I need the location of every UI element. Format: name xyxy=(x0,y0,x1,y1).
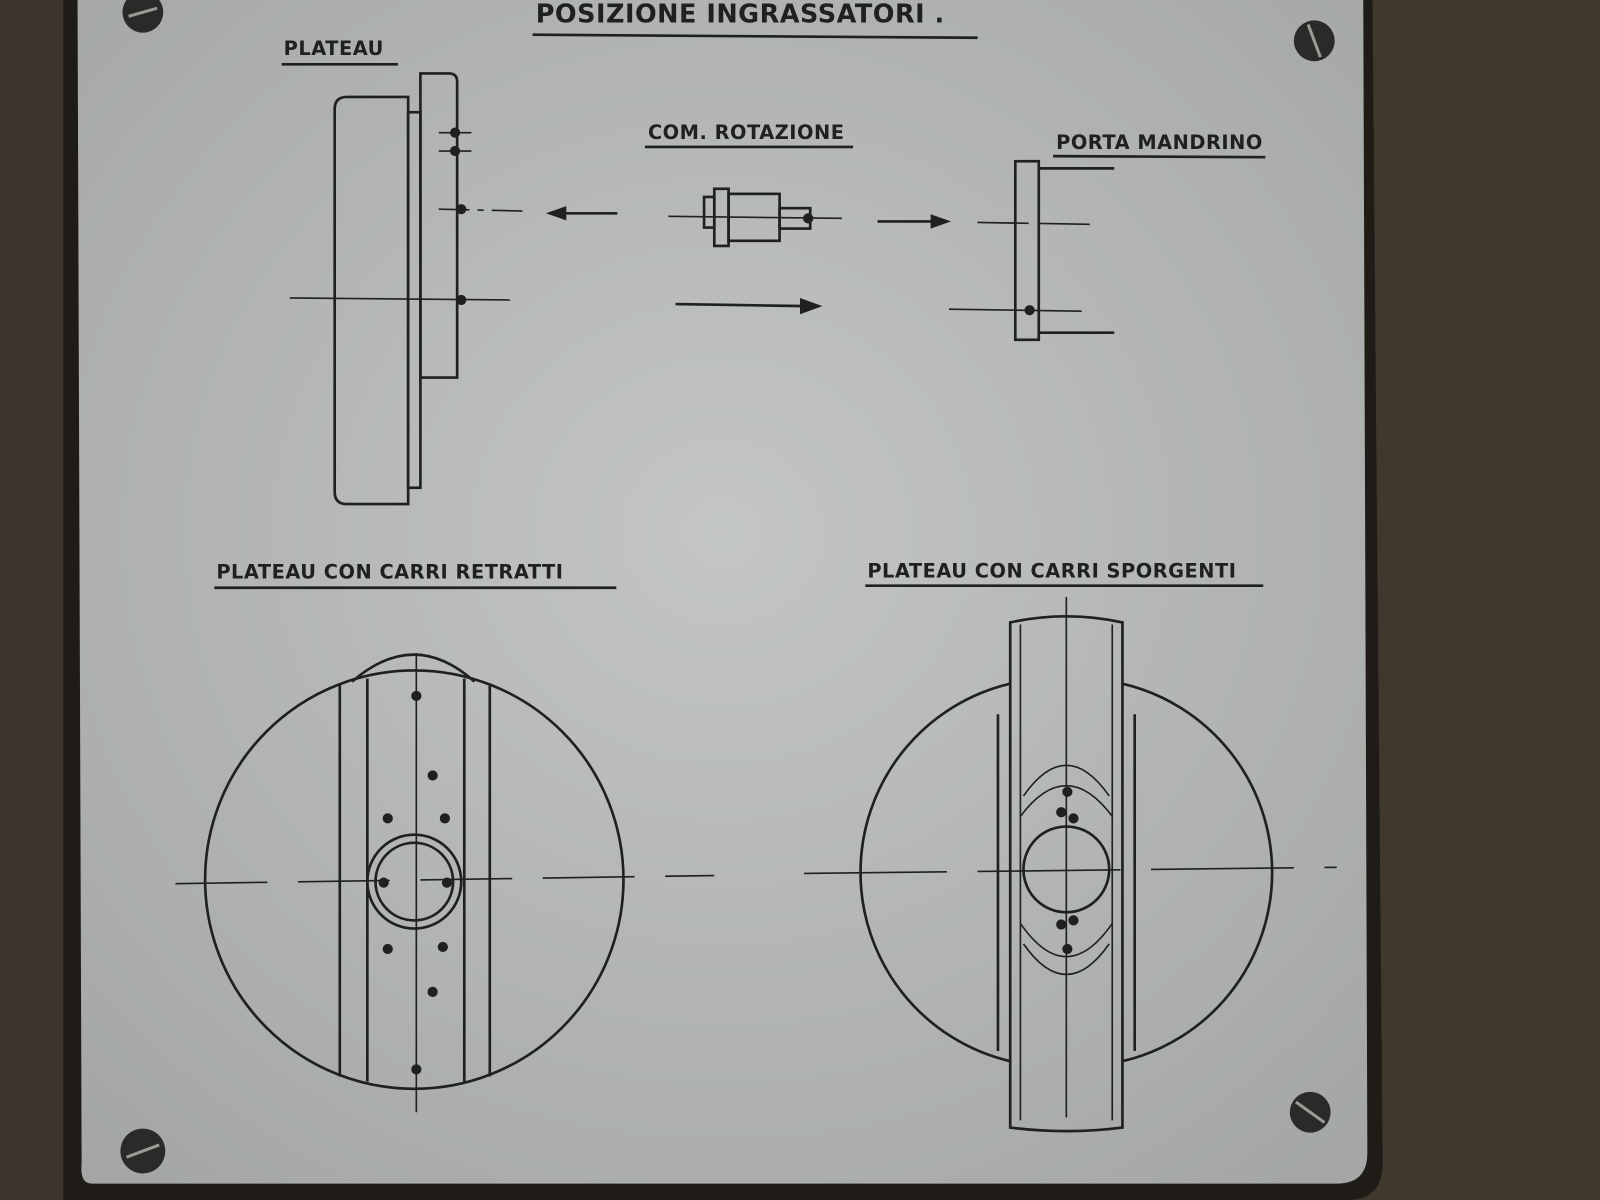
rotation-control-part xyxy=(668,187,842,248)
plate-title: POSIZIONE INGRASSATORI . xyxy=(536,0,945,29)
label-carri-retratti: PLATEAU CON CARRI RETRATTI xyxy=(216,561,563,584)
frame-right xyxy=(1367,0,1600,1200)
label-com-rotazione: COM. ROTAZIONE xyxy=(648,121,845,144)
arrow-icon xyxy=(545,206,618,221)
plateau-retracted-view xyxy=(175,653,715,1113)
label-carri-sporgenti: PLATEAU CON CARRI SPORGENTI xyxy=(867,560,1236,583)
label-plateau: PLATEAU xyxy=(284,37,384,60)
screw-icon xyxy=(1293,20,1335,62)
metal-plate xyxy=(77,0,1368,1184)
plateau-extended-view xyxy=(804,596,1337,1133)
spindle-holder-part xyxy=(948,159,1115,342)
arrow-icon xyxy=(675,297,823,315)
screw-icon xyxy=(1289,1091,1331,1133)
screw-icon xyxy=(120,1128,166,1174)
label-porta-mandrino: PORTA MANDRINO xyxy=(1056,131,1263,154)
arrow-icon xyxy=(877,214,952,229)
plateau-side-view xyxy=(289,72,531,506)
screw-icon xyxy=(122,0,164,33)
